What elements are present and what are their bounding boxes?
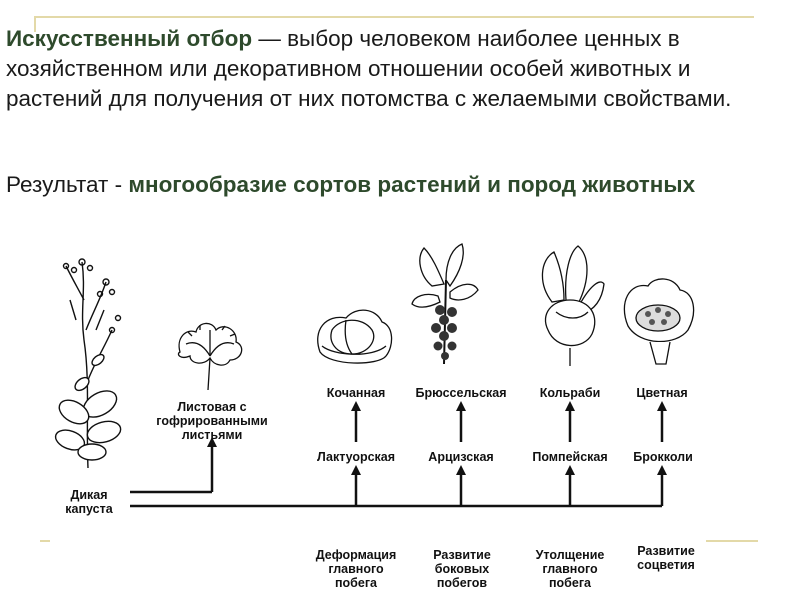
- label-mid-2: Арцизская: [412, 450, 510, 464]
- label-top-2: Брюссельская: [400, 386, 522, 400]
- label-bottom-4: Развитие соцветия: [624, 544, 708, 572]
- label-top-4: Цветная: [618, 386, 706, 400]
- label-top-1: Кочанная: [308, 386, 404, 400]
- head-cabbage-icon: [318, 310, 392, 363]
- label-mid-4: Брокколи: [620, 450, 706, 464]
- leafy-kale-icon: [178, 323, 241, 390]
- label-wild-cabbage: Дикая капуста: [58, 488, 120, 516]
- label-leafy: Листовая с гофрированными листьями: [144, 400, 280, 442]
- wild-cabbage-icon: [53, 259, 123, 468]
- brussels-sprouts-icon: [412, 244, 478, 364]
- label-bottom-1: Деформация главного побега: [308, 548, 404, 590]
- label-bottom-2: Развитие боковых побегов: [422, 548, 502, 590]
- label-mid-1: Лактуорская: [300, 450, 412, 464]
- label-mid-3: Помпейская: [514, 450, 626, 464]
- label-top-3: Кольраби: [526, 386, 614, 400]
- kohlrabi-icon: [542, 246, 604, 366]
- cauliflower-icon: [624, 279, 693, 364]
- label-bottom-3: Утолщение главного побега: [524, 548, 616, 590]
